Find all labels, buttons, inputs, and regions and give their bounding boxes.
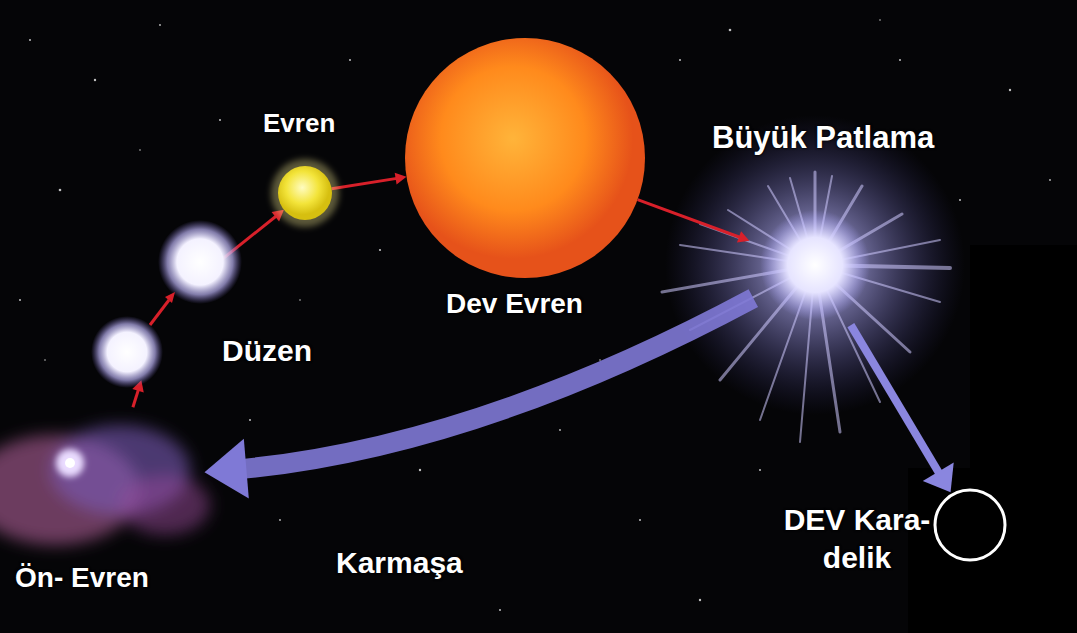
connector — [638, 200, 750, 243]
edge-label: Karmaşa — [336, 545, 463, 581]
node-label: Dev Evren — [446, 287, 583, 321]
node-label: Büyük Patlama — [712, 119, 934, 156]
connector — [332, 173, 407, 189]
sphere-node: Dev Evren — [405, 38, 645, 278]
arrow-head — [923, 463, 954, 493]
connector-line — [230, 298, 754, 470]
burst-node: Büyük Patlama — [745, 195, 885, 335]
connector-line — [851, 325, 943, 480]
node-label: Düzen — [222, 333, 312, 369]
arrow-head — [737, 231, 749, 242]
node-shape — [15, 405, 205, 555]
circle-node: DEV Kara-delik — [932, 487, 1008, 563]
node-shape — [95, 225, 235, 385]
node-label: Ön- Evren — [15, 561, 149, 595]
sphere-group-node: Düzen — [95, 225, 235, 385]
connector-line — [638, 200, 744, 239]
sphere-node: Evren — [278, 166, 332, 220]
nebula-node: Ön- Evren — [15, 405, 205, 555]
node-shape — [278, 166, 332, 220]
node-shape — [932, 487, 1008, 563]
node-label: DEV Kara-delik — [772, 501, 942, 576]
node-shape — [405, 38, 645, 278]
connector — [204, 298, 753, 498]
arrow-head — [204, 439, 248, 499]
connector-line — [332, 178, 400, 189]
node-shape — [745, 195, 885, 335]
connector — [851, 325, 954, 492]
node-label: Evren — [263, 108, 335, 139]
arrow-head — [395, 173, 407, 185]
